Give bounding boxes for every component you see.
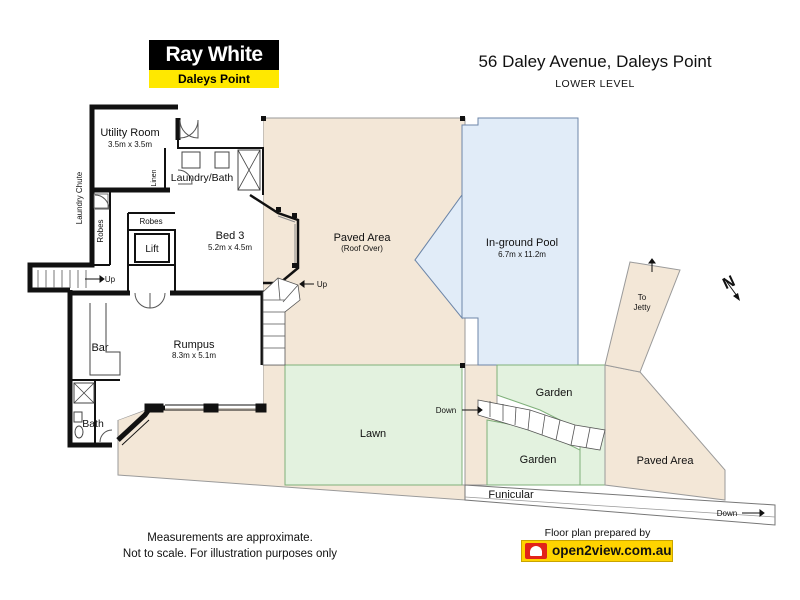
paved-area-label: Paved Area [334, 232, 392, 244]
rumpus-dims: 8.3m x 5.1m [172, 351, 216, 360]
direction-arrows [85, 258, 765, 517]
bath-label: Bath [82, 418, 104, 430]
logo-office-name: Daleys Point [149, 70, 279, 88]
robes-left-label: Robes [96, 219, 105, 242]
rumpus-windows [117, 403, 267, 446]
bed3-label: Bed 3 [216, 230, 245, 242]
paved-area-right-label: Paved Area [637, 455, 695, 467]
disclaimer-line-2: Not to scale. For illustration purposes … [122, 548, 338, 560]
open2view-site: open2view.com.au [552, 543, 672, 558]
laundry-chute-label: Laundry Chute [75, 171, 84, 224]
down-funicular-label: Down [717, 509, 737, 518]
disclaimer-line-1: Measurements are approximate. [147, 532, 313, 544]
compass-icon [723, 277, 740, 301]
interior-walls [70, 140, 264, 445]
house-icon [525, 543, 547, 559]
utility-room-dims: 3.5m x 3.5m [108, 140, 152, 149]
garden-lower-label: Garden [520, 454, 557, 466]
prepared-by-label: Floor plan prepared by [544, 527, 651, 539]
to-jetty-label-2: Jetty [634, 303, 651, 312]
linen-label: Linen [151, 169, 158, 186]
laundry-tub [181, 151, 201, 169]
bar-label: Bar [91, 342, 108, 354]
pool-label: In-ground Pool [486, 237, 558, 249]
spiral-stair [262, 277, 301, 366]
down-garden-label: Down [436, 406, 456, 415]
lawn-label: Lawn [360, 428, 386, 440]
robes-top-label: Robes [139, 217, 162, 226]
pool-dims: 6.7m x 11.2m [498, 250, 546, 259]
bed3-window-glazing [277, 215, 296, 265]
laundry-chute-box [93, 193, 109, 209]
paved-area-note: (Roof Over) [341, 244, 383, 253]
laundry-shower [237, 149, 261, 191]
laundry-bath-label: Laundry/Bath [171, 172, 234, 184]
bed3-dims: 5.2m x 4.5m [208, 243, 252, 252]
funicular-rail [464, 496, 776, 518]
property-address: 56 Daley Avenue, Daleys Point [478, 52, 712, 71]
ray-white-logo: Ray White Daleys Point [149, 40, 279, 88]
laundry-toilet [214, 151, 230, 169]
utility-room-label: Utility Room [100, 127, 159, 139]
garden-upper-label: Garden [536, 387, 573, 399]
logo-brand-name: Ray White [149, 40, 279, 70]
rumpus-bar [89, 303, 121, 376]
funicular-track-shape [464, 484, 776, 526]
lawn-shape [284, 364, 463, 486]
bath-toilet [74, 425, 84, 439]
lift-label: Lift [145, 244, 159, 255]
up-left-label: Up [105, 275, 116, 284]
interior-floor [30, 107, 263, 420]
up-stair-label: Up [317, 280, 328, 289]
lift-shaft [134, 233, 170, 263]
funicular-label: Funicular [488, 489, 534, 501]
compass-label: N [720, 273, 738, 293]
level-label: LOWER LEVEL [555, 78, 635, 90]
right-paved-area-shape [604, 364, 726, 501]
to-jetty-label-1: To [638, 293, 647, 302]
paved-area-posts [261, 116, 465, 368]
rumpus-label: Rumpus [174, 339, 215, 351]
door-swings [94, 119, 199, 443]
jetty-path-shape [604, 261, 681, 373]
pool-step-shape [414, 193, 463, 320]
garden-stair [477, 399, 606, 451]
bath-shower [73, 382, 95, 404]
open2view-logo: open2view.com.au [521, 540, 673, 562]
